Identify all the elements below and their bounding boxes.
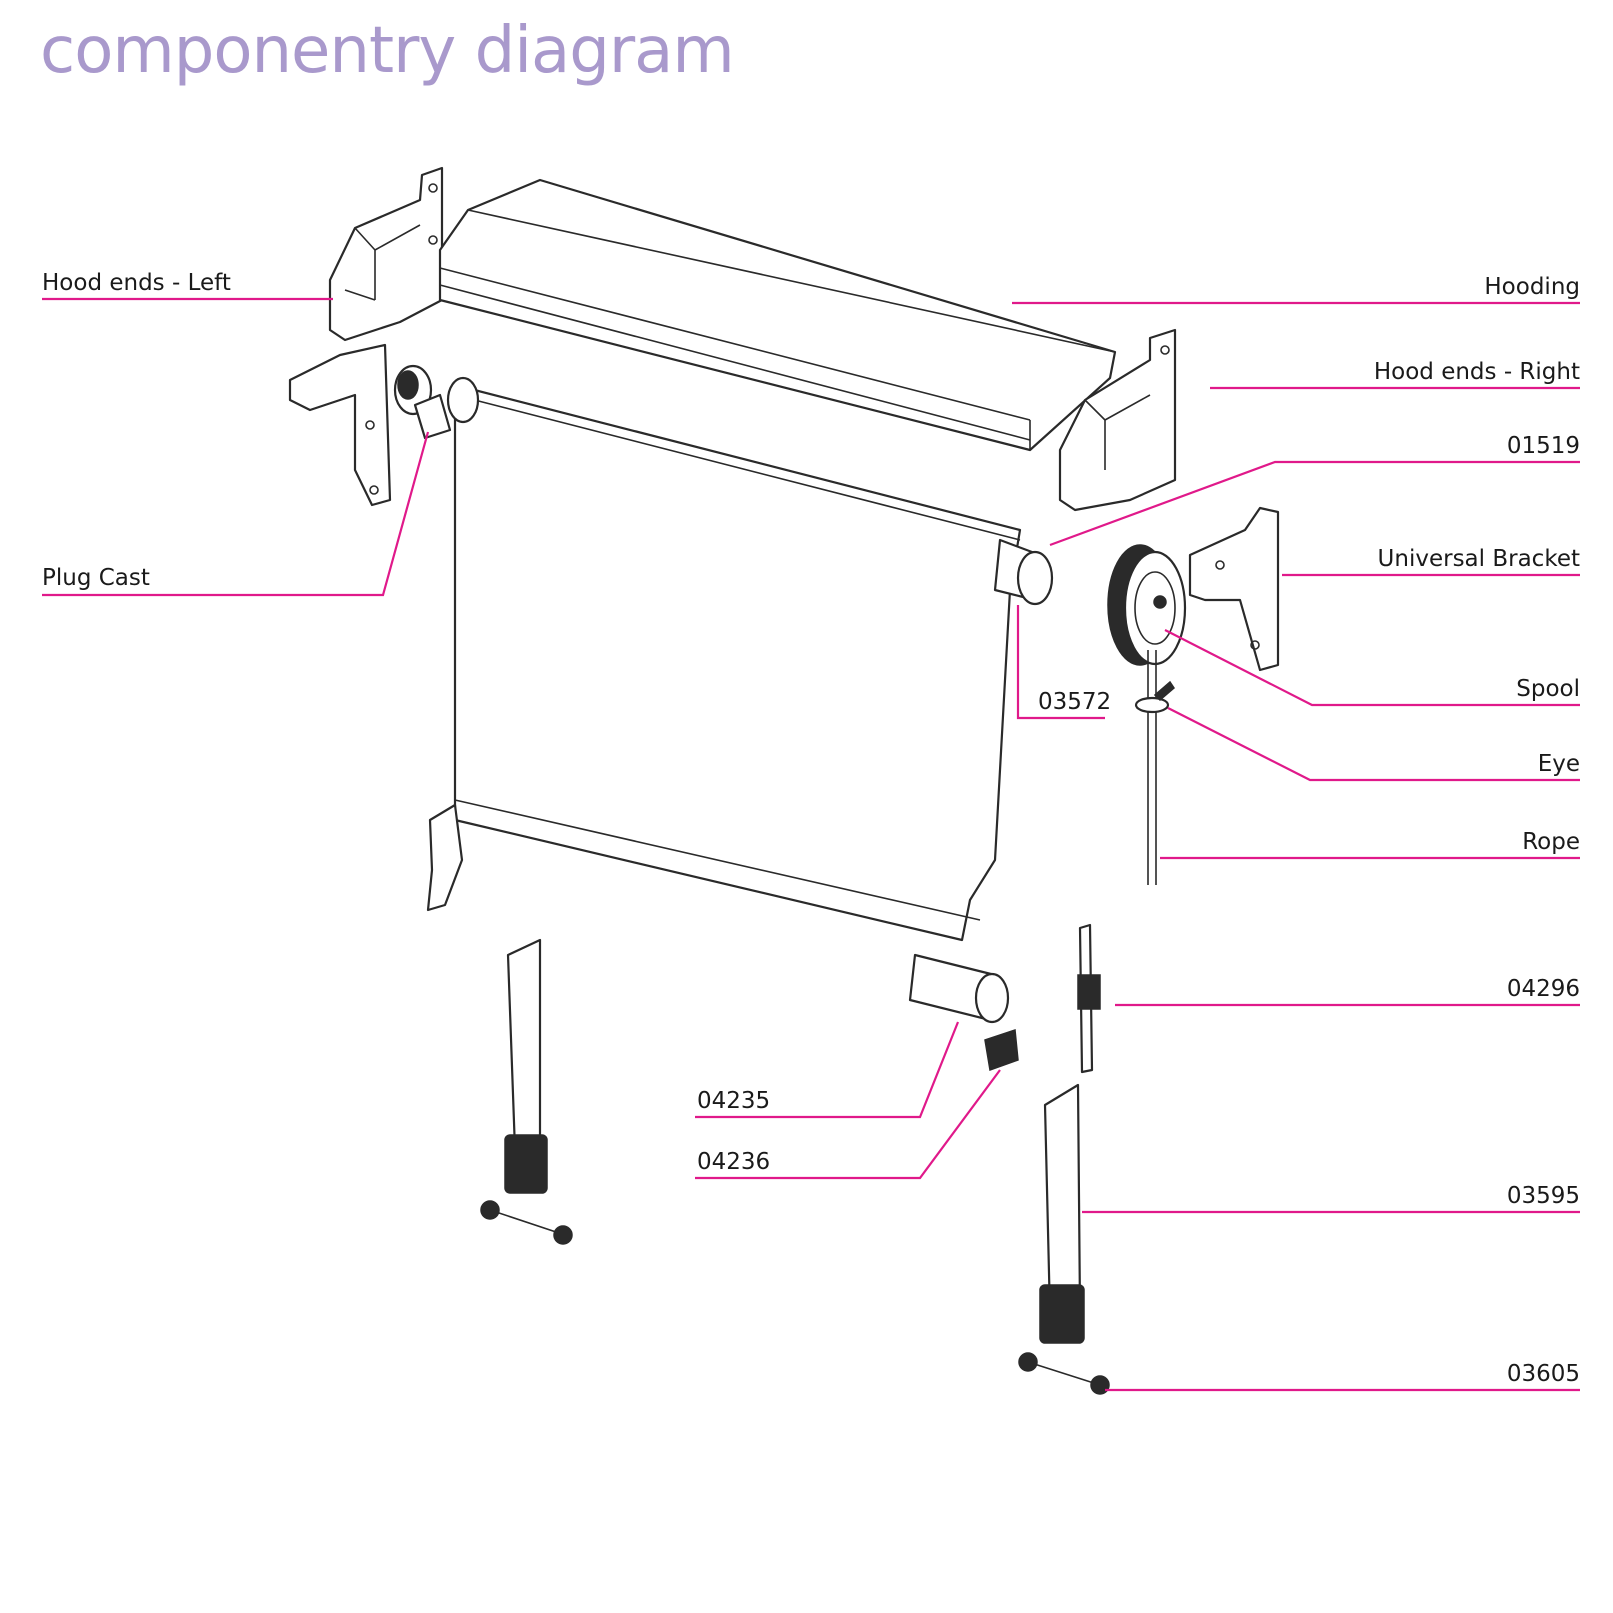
leader-01519 <box>1049 460 1580 547</box>
spool-part <box>1107 544 1187 885</box>
universal-bracket-part <box>1188 506 1280 672</box>
label-hood-ends-left: Hood ends - Left <box>42 270 231 296</box>
leader-lines <box>42 297 1580 1392</box>
label-plug-cast: Plug Cast <box>42 565 150 591</box>
label-03595: 03595 <box>1507 1183 1580 1209</box>
leader-04235 <box>695 1021 960 1119</box>
label-03572: 03572 <box>1038 689 1111 715</box>
label-eye: Eye <box>1538 751 1580 777</box>
labels: Hood ends - Left Plug Cast Hooding Hood … <box>42 270 1580 1387</box>
label-01519: 01519 <box>1507 433 1580 459</box>
bottom-bar-part <box>908 953 1019 1072</box>
page-title: componentry diagram <box>40 14 735 88</box>
label-spool: Spool <box>1516 676 1580 702</box>
leader-spool <box>1164 629 1580 707</box>
left-bracket-part <box>288 343 392 507</box>
label-04296: 04296 <box>1507 976 1580 1002</box>
tie-down-strap-left-part <box>480 938 573 1245</box>
tube-end-01519-part <box>993 538 1054 606</box>
label-universal-bracket: Universal Bracket <box>1378 546 1580 572</box>
label-04236: 04236 <box>697 1149 770 1175</box>
plug-cast-part <box>393 364 452 440</box>
label-hood-ends-right: Hood ends - Right <box>1374 359 1580 385</box>
label-04235: 04235 <box>697 1088 770 1114</box>
hood-end-right-part <box>1058 328 1177 512</box>
leader-eye <box>1167 707 1580 782</box>
tie-down-strap-right-part <box>1018 1083 1110 1395</box>
hood-end-left-part <box>328 166 444 342</box>
hooding-part <box>438 178 1117 452</box>
leader-03572 <box>1016 605 1105 720</box>
leader-plug-cast <box>42 431 430 597</box>
roller-blind-fabric-part <box>426 376 1022 942</box>
label-03605: 03605 <box>1507 1361 1580 1387</box>
label-hooding: Hooding <box>1484 274 1580 300</box>
strap-04296-part <box>1077 923 1101 1074</box>
leader-04236 <box>695 1069 1001 1180</box>
label-rope: Rope <box>1522 829 1580 855</box>
